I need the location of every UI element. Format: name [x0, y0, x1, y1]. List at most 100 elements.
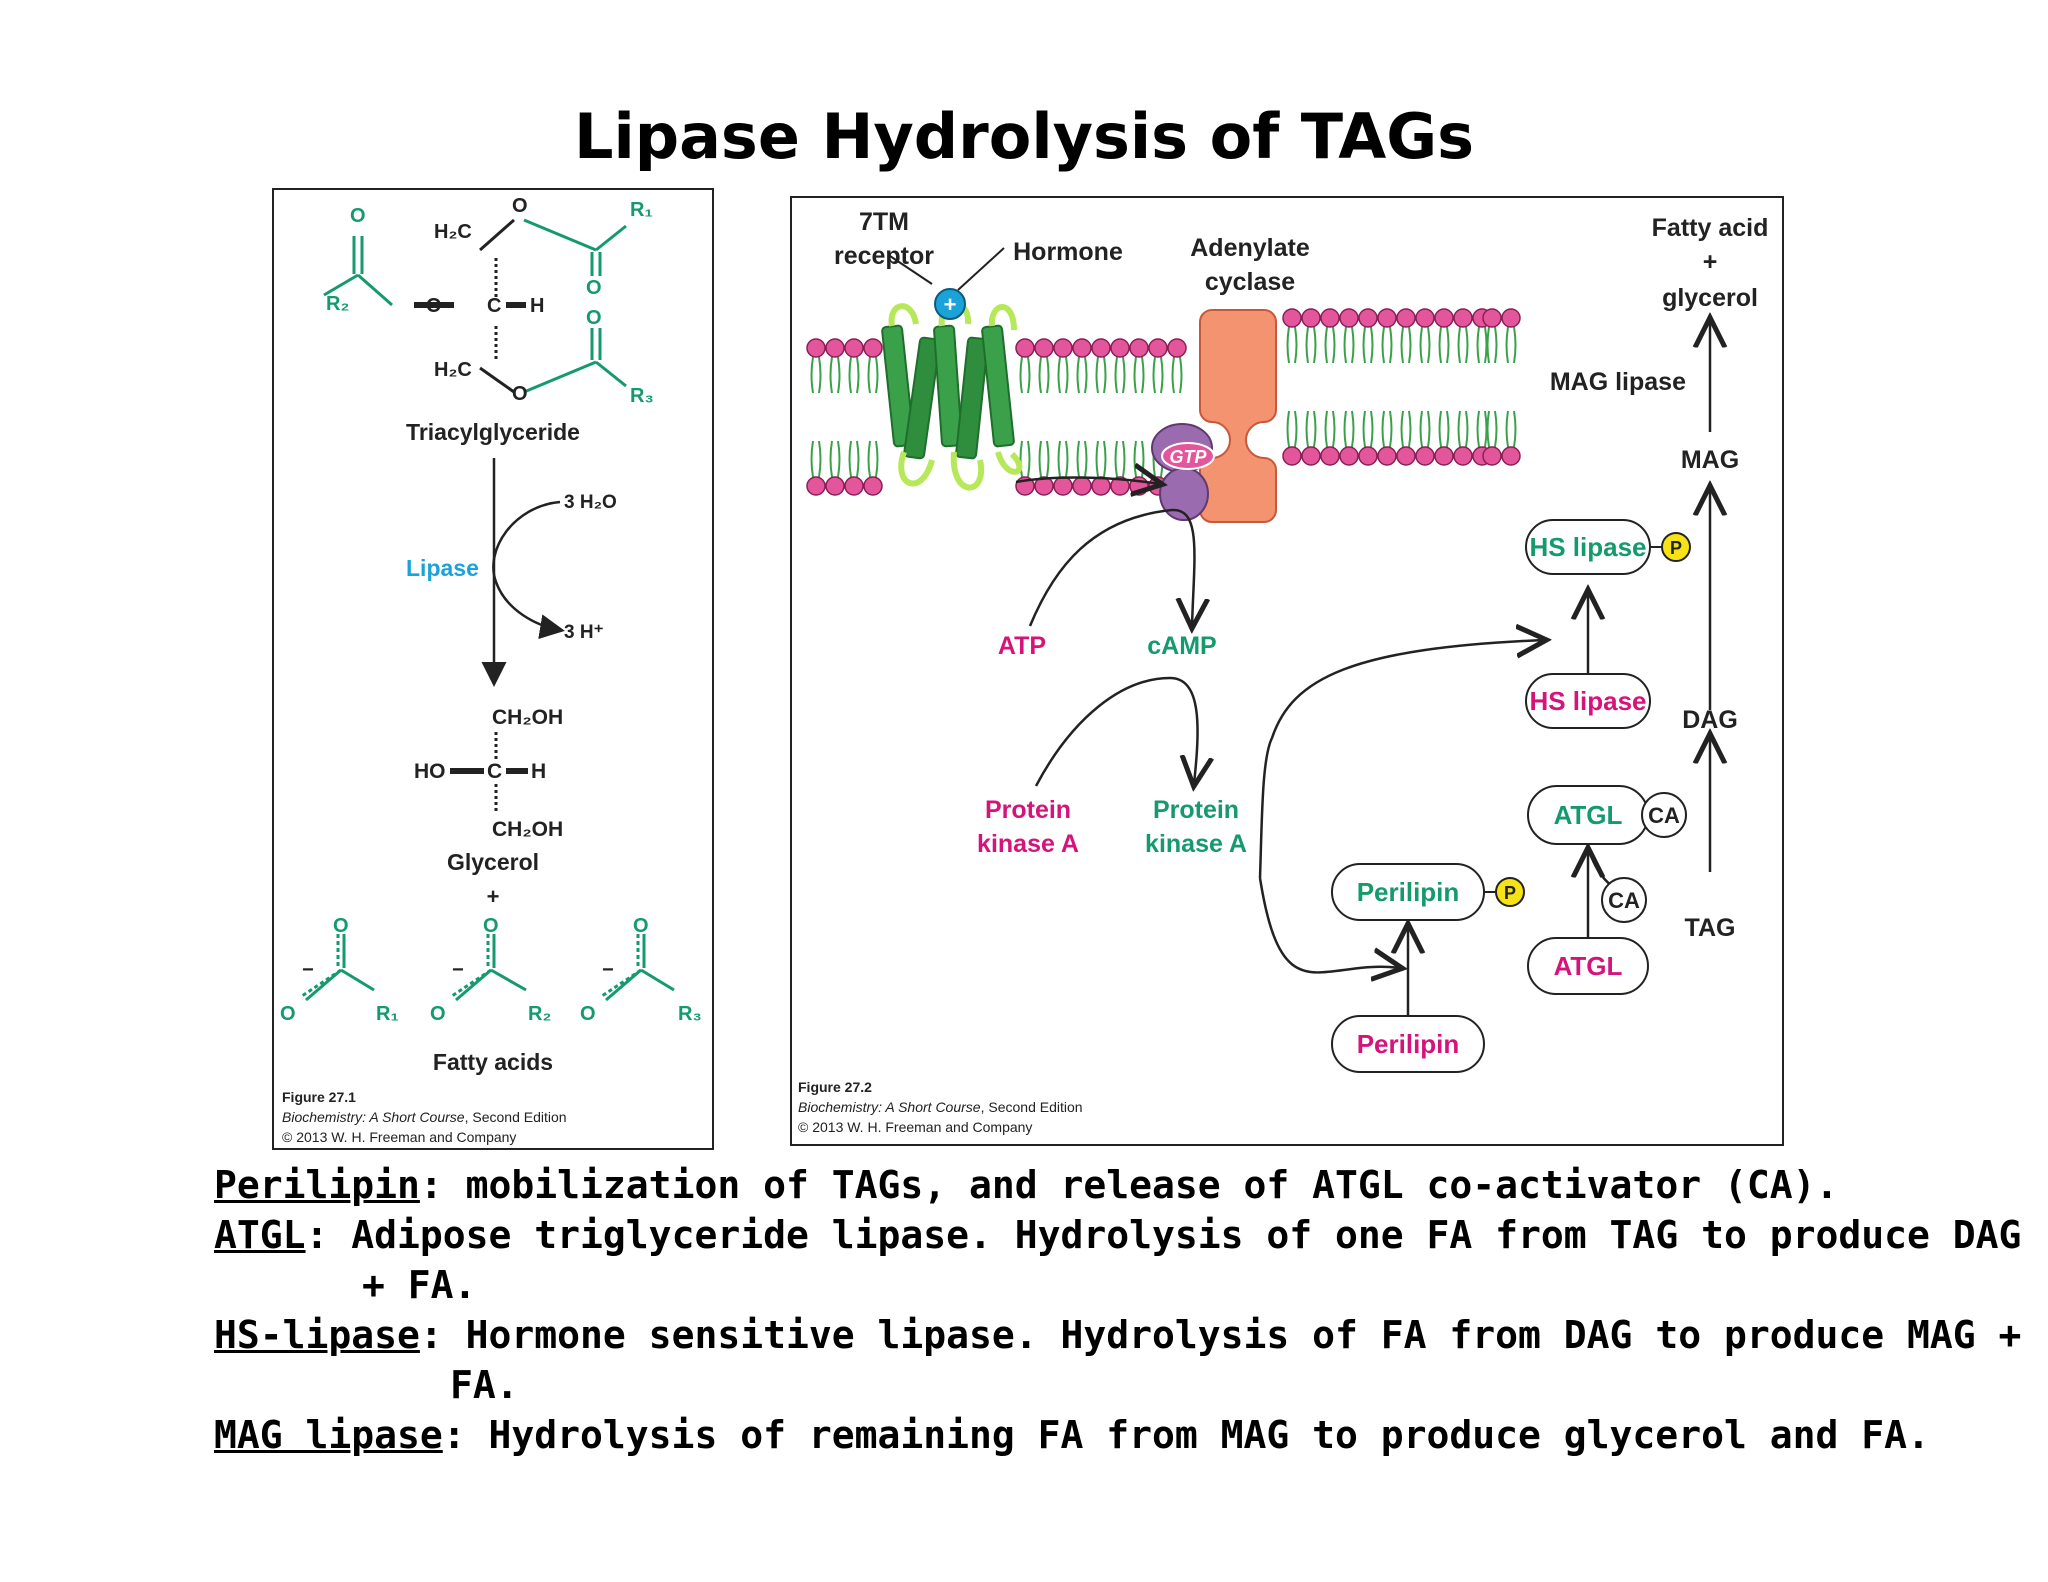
- lipid-head: [1453, 308, 1473, 328]
- hormone-charge: +: [944, 292, 957, 317]
- atom-o: O: [633, 915, 649, 937]
- lipid-head: [1282, 446, 1302, 466]
- triacylglyceride-structure: [323, 218, 627, 394]
- glycerol-ch2oh-top: CH₂OH: [492, 706, 563, 729]
- atom-o: O: [430, 1003, 446, 1025]
- definition-continuation: FA.: [450, 1363, 519, 1407]
- glycerol-ch2oh-bottom: CH₂OH: [492, 818, 563, 841]
- lipid-head: [1072, 476, 1092, 496]
- lipid-head: [1034, 476, 1054, 496]
- hs-lipase-active-label: HS lipase: [1529, 532, 1646, 562]
- perilipin-phospho-label: Perilipin: [1357, 877, 1460, 907]
- atom-o: O: [350, 205, 366, 227]
- atgl-active-label: ATGL: [1554, 800, 1623, 830]
- lipid-head: [1091, 338, 1111, 358]
- triacylglyceride-label: Triacylglyceride: [406, 419, 580, 445]
- lipid-head: [1377, 446, 1397, 466]
- adenylate-cyclase-label: cyclase: [1205, 268, 1295, 296]
- atom-h2c: H₂C: [434, 221, 472, 243]
- minus-charge: −: [302, 959, 314, 981]
- receptor-leader-line: [889, 255, 933, 285]
- lipid-head: [1053, 338, 1073, 358]
- definition-text: : Hydrolysis of remaining FA from MAG to…: [442, 1413, 1930, 1457]
- lipolysis-signaling-diagram: + GTP 7TM receptor Hormone Adenylate cyc…: [798, 208, 1769, 1135]
- lipid-head: [1453, 446, 1473, 466]
- proton-label: 3 H⁺: [564, 622, 604, 643]
- lipid-head: [844, 476, 864, 496]
- ca-badge: [1641, 792, 1687, 838]
- atp-label: ATP: [998, 632, 1046, 660]
- receptor-label: receptor: [834, 242, 934, 270]
- lipid-head: [1501, 446, 1521, 466]
- lipid-head: [1482, 446, 1502, 466]
- lipid-head: [1377, 308, 1397, 328]
- lipid-head: [1415, 446, 1435, 466]
- lipid-head: [844, 338, 864, 358]
- atom-o: O: [512, 195, 528, 217]
- credit-line: Biochemistry: A Short Course, Second Edi…: [282, 1109, 567, 1125]
- atom-o: O: [512, 383, 528, 405]
- lipid-head: [1434, 308, 1454, 328]
- lipid-head: [1320, 308, 1340, 328]
- glycerol-h: H: [531, 760, 546, 783]
- lipid-head: [1015, 338, 1035, 358]
- adenylate-cyclase-shape: [1199, 309, 1277, 523]
- definition-text: : mobilization of TAGs, and release of A…: [419, 1163, 1839, 1207]
- minus-charge: −: [452, 959, 464, 981]
- hormone-label: Hormone: [1013, 238, 1123, 266]
- mag-label: MAG: [1681, 446, 1739, 474]
- water-label: 3 H₂O: [564, 492, 617, 513]
- atgl-inactive-label: ATGL: [1554, 951, 1623, 981]
- fatty-acid-glycerol-label: Fatty acid: [1652, 214, 1769, 242]
- atom-r1: R₁: [376, 1003, 399, 1025]
- pka-to-perilipin-arrow: [1258, 877, 1400, 972]
- copyright-line: © 2013 W. H. Freeman and Company: [282, 1129, 516, 1145]
- receptor-label: 7TM: [859, 208, 909, 236]
- phosphate-badge: [1661, 532, 1691, 562]
- lipid-head: [1053, 476, 1073, 496]
- plasma-membrane: [806, 308, 1521, 496]
- camp-label: cAMP: [1147, 632, 1216, 660]
- atom-o: O: [586, 307, 602, 329]
- pka-active-label: Protein: [1153, 796, 1239, 824]
- lipid-head: [825, 338, 845, 358]
- phosphate-label: P: [1504, 883, 1516, 903]
- glycerol-label: Glycerol: [447, 849, 539, 875]
- dag-label: DAG: [1682, 706, 1738, 734]
- ca-label: CA: [1648, 803, 1680, 828]
- lipid-head: [1110, 476, 1130, 496]
- pka-inactive-label: kinase A: [977, 830, 1079, 858]
- lipid-head: [1301, 308, 1321, 328]
- lipid-head: [1301, 446, 1321, 466]
- pka-active-label: kinase A: [1145, 830, 1247, 858]
- pka-to-hslipase-arrow: [1258, 640, 1544, 879]
- ca-label: CA: [1608, 888, 1640, 913]
- hs-lipase-inactive-label: HS lipase: [1529, 686, 1646, 716]
- copyright-line: © 2013 W. H. Freeman and Company: [798, 1119, 1032, 1135]
- definition-atgl: ATGL: Adipose triglyceride lipase. Hydro…: [214, 1210, 2021, 1260]
- definition-term: ATGL: [214, 1213, 306, 1257]
- lipid-head: [1110, 338, 1130, 358]
- lipase-label: Lipase: [406, 555, 479, 581]
- figure-number: Figure 27.2: [798, 1079, 872, 1095]
- atgl-inactive-box: [1527, 937, 1649, 995]
- pka-activation-arrow: [1034, 676, 1198, 786]
- mag-lipase-label: MAG lipase: [1550, 368, 1686, 396]
- atom-r2: R₂: [528, 1003, 551, 1025]
- lipid-head: [1501, 308, 1521, 328]
- lipid-head: [1415, 308, 1435, 328]
- atom-o: O: [426, 295, 442, 317]
- atom-h2c: H₂C: [434, 359, 472, 381]
- definition-term: Perilipin: [214, 1163, 420, 1207]
- lipid-head: [1396, 308, 1416, 328]
- figure-number: Figure 27.1: [282, 1089, 356, 1105]
- phosphate-badge: [1495, 877, 1525, 907]
- atom-r3: R₃: [630, 385, 654, 407]
- lipid-head: [1282, 308, 1302, 328]
- perilipin-box: [1331, 1015, 1485, 1073]
- atom-r1: R₁: [630, 199, 653, 221]
- definition-mag-lipase: MAG lipase: Hydrolysis of remaining FA f…: [214, 1410, 2014, 1460]
- phosphate-label: P: [1670, 538, 1682, 558]
- lipid-head: [1034, 338, 1054, 358]
- gtp-label: GTP: [1169, 447, 1207, 467]
